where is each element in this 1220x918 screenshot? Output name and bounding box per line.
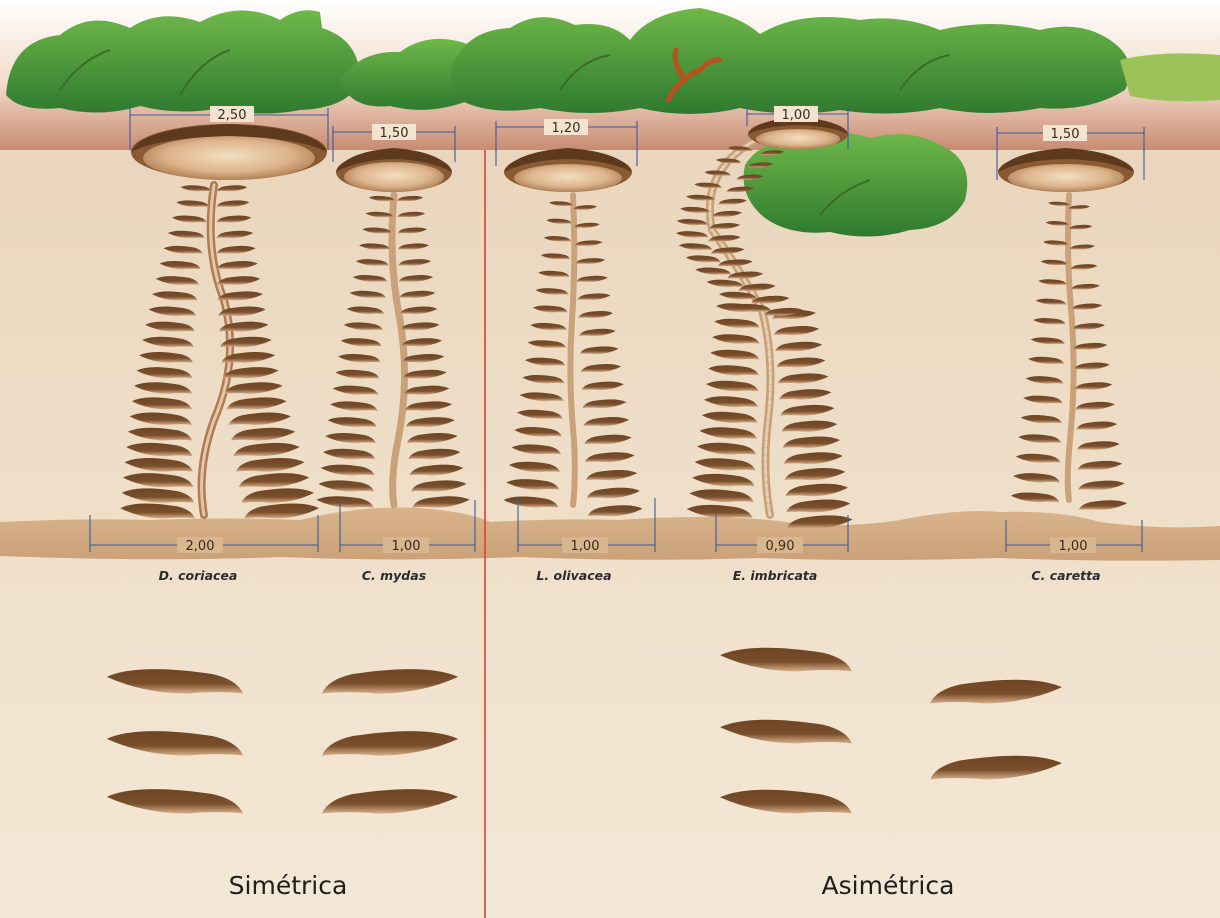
track-width-5: 1,00 [1059, 539, 1088, 554]
species-label-1: D. coriacea [159, 568, 238, 583]
nest-width-3: 1,20 [552, 121, 581, 136]
nest-width-1: 2,50 [218, 108, 247, 123]
group-label-asymmetric: Asimétrica [822, 871, 955, 900]
species-label-5: C. caretta [1031, 568, 1100, 583]
species-label-2: C. mydas [362, 568, 426, 583]
nest-width-5: 1,50 [1051, 127, 1080, 142]
track-width-2: 1,00 [392, 539, 421, 554]
track-width-3: 1,00 [571, 539, 600, 554]
group-label-symmetric: Simétrica [229, 871, 348, 900]
track-width-4: 0,90 [766, 539, 795, 554]
track-width-1: 2,00 [186, 539, 215, 554]
species-label-3: L. olivacea [536, 568, 611, 583]
nest-width-2: 1,50 [380, 126, 409, 141]
species-label-4: E. imbricata [733, 568, 818, 583]
nest-width-4: 1,00 [782, 108, 811, 123]
nest-1 [131, 124, 327, 180]
